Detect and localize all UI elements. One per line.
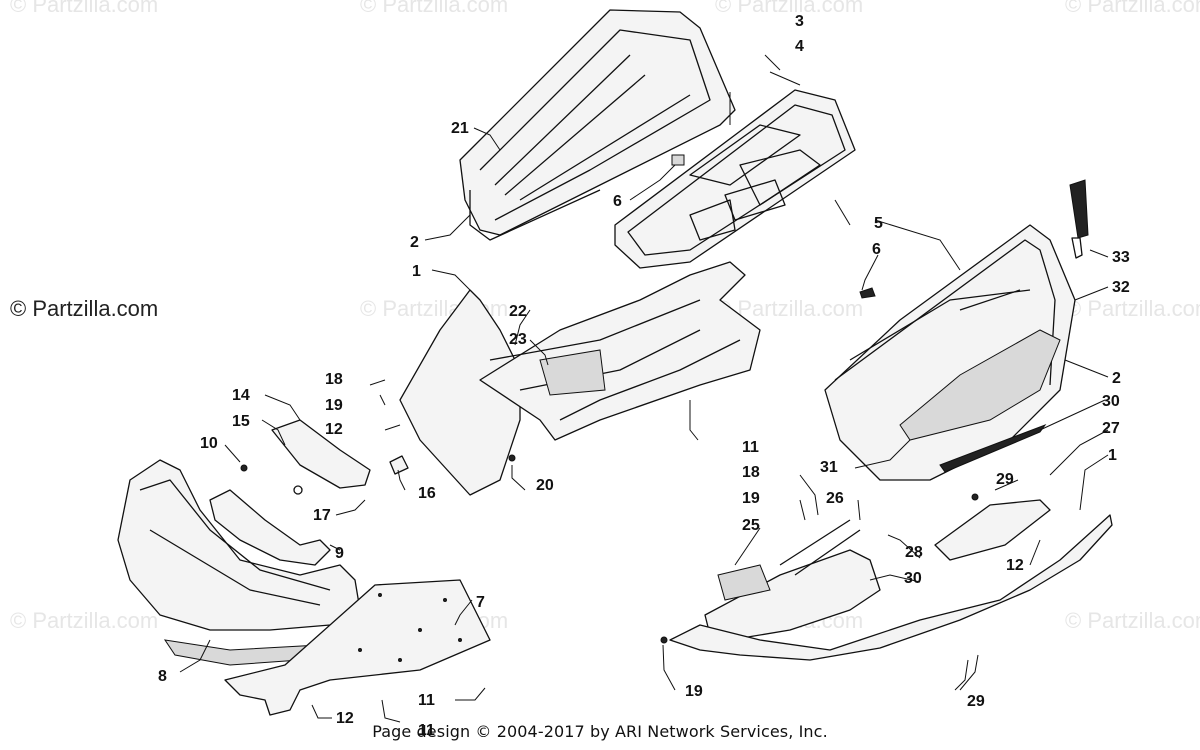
partzilla-brand-label: © Partzilla.com [10,296,159,321]
callout-label: 28 [905,544,923,561]
callout-label: 11 [418,722,435,739]
watermark: © Partzilla.com [715,0,864,17]
callout-label: 19 [685,683,703,700]
callout-label: 20 [536,477,554,494]
callout-label: 30 [904,570,922,587]
grille-panel-top [614,89,856,269]
callout-label: 3 [795,13,804,30]
callout-label: 21 [451,120,469,137]
watermark: © Partzilla.com [1065,296,1200,321]
callout-label: 27 [1102,420,1120,437]
callout-label: 1 [412,263,421,280]
watermark: © Partzilla.com [360,0,509,17]
callout-label: 30 [1102,393,1120,410]
callout-label: 7 [476,594,485,611]
callout-label: 16 [418,485,436,502]
callout-label: 11 [418,692,435,709]
callout-label: 19 [742,490,760,507]
callout-label: 18 [325,371,343,388]
callout-label: 11 [742,439,759,456]
watermark: © Partzilla.com [10,0,159,17]
callout-label: 29 [996,471,1014,488]
callout-label: 32 [1112,279,1130,296]
callout-label: 19 [325,397,343,414]
callout-label: 12 [1006,557,1024,574]
callout-label: 17 [313,507,331,524]
callout-label: 26 [826,490,844,507]
page-footer-copyright: Page design © 2004-2017 by ARI Network S… [372,722,828,741]
callout-label: 4 [795,38,804,55]
callout-label: 14 [232,387,250,404]
callout-label: 8 [158,668,167,685]
hood-assembly-right [824,179,1089,481]
callout-label: 2 [410,234,419,251]
callouts: 3 4 21 6 2 5 6 33 1 32 22 23 2 18 14 30 … [158,13,1130,739]
leader-lines [179,54,1109,723]
callout-label: 29 [967,693,985,710]
callout-label: 6 [613,193,622,210]
callout-label: 12 [325,421,343,438]
callout-label: 23 [509,331,527,348]
side-panel-lower-right [660,423,1113,661]
callout-label: 6 [872,241,881,258]
callout-label: 31 [820,459,838,476]
callout-label: 5 [874,215,883,232]
skid-plate-left [224,579,491,716]
callout-label: 22 [509,303,527,320]
side-panel-middle [389,261,761,496]
panel-upper-left [459,9,736,241]
callout-label: 2 [1112,370,1121,387]
callout-label: 1 [1108,447,1117,464]
callout-label: 15 [232,413,250,430]
watermark: © Partzilla.com [1065,608,1200,633]
front-bumper-assembly [117,419,371,666]
watermark: © Partzilla.com [10,608,159,633]
callout-label: 25 [742,517,760,534]
callout-label: 9 [335,545,344,562]
callout-label: 33 [1112,249,1130,266]
callout-label: 12 [336,710,354,727]
callout-label: 18 [742,464,760,481]
callout-label: 10 [200,435,218,452]
watermark: © Partzilla.com [1065,0,1200,17]
